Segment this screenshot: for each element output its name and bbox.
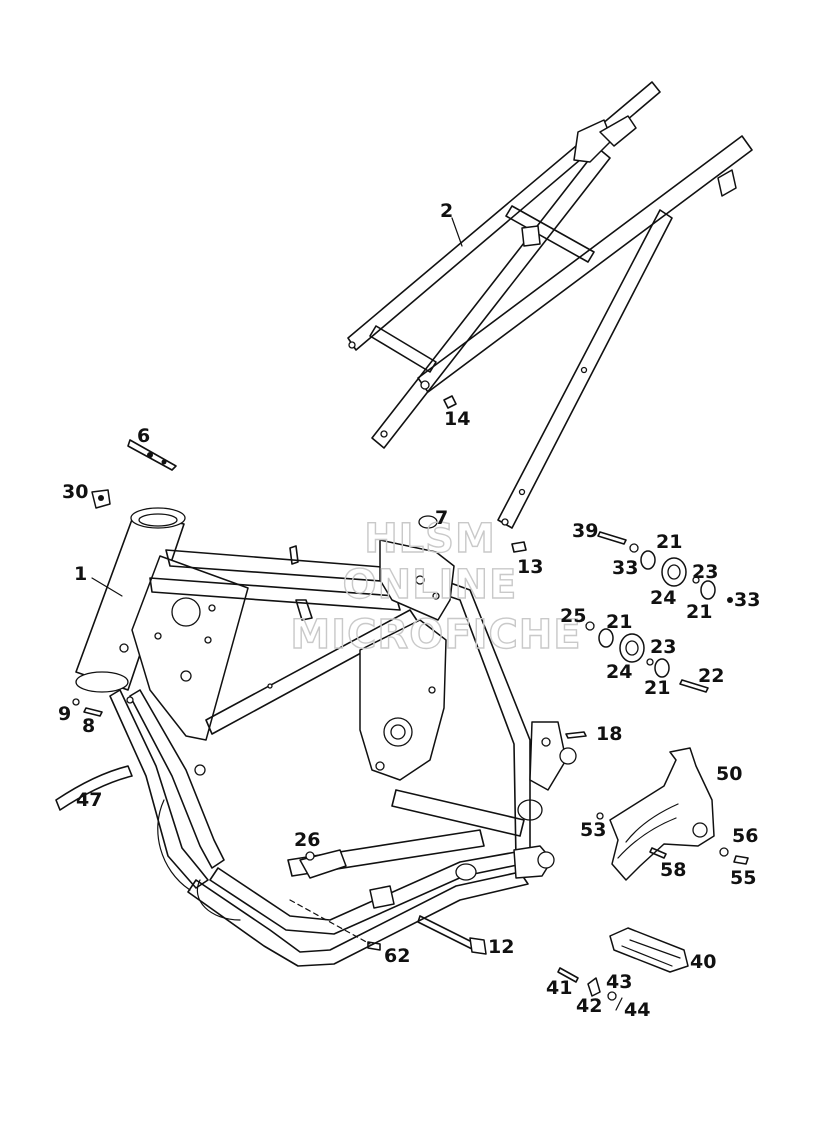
callout-55: 55	[730, 867, 756, 889]
subframe-part	[347, 81, 753, 529]
callout-24b: 24	[606, 661, 632, 683]
watermark-line-3: MICROFICHE	[290, 612, 581, 658]
callout-50: 50	[716, 763, 742, 785]
chain-guide-part	[596, 747, 749, 881]
watermark: HLSM ONLINE MICROFICHE	[290, 515, 582, 658]
callout-43: 43	[606, 971, 632, 993]
callout-22: 22	[698, 665, 724, 687]
callout-21d: 21	[644, 677, 670, 699]
callout-14: 14	[444, 408, 470, 430]
callout-53: 53	[580, 819, 606, 841]
callout-12: 12	[488, 936, 514, 958]
callout-56: 56	[732, 825, 758, 847]
callout-9: 9	[58, 703, 71, 725]
callout-6: 6	[137, 425, 150, 447]
callout-41: 41	[546, 977, 572, 999]
callout-7: 7	[435, 507, 448, 529]
callout-18: 18	[596, 723, 622, 745]
callout-8: 8	[82, 715, 95, 737]
callouts: 1 2 6 7 8 9 12 13 14 18 21 21 21 21 22 2…	[58, 200, 760, 1021]
hardware-parts	[55, 395, 733, 955]
callout-62: 62	[384, 945, 410, 967]
callout-42: 42	[576, 995, 602, 1017]
callout-58: 58	[660, 859, 686, 881]
callout-40: 40	[690, 951, 716, 973]
footpeg-part	[557, 927, 689, 1011]
callout-21a: 21	[656, 531, 682, 553]
callout-47: 47	[76, 789, 102, 811]
callout-21b: 21	[686, 601, 712, 623]
watermark-line-2: ONLINE	[343, 562, 518, 608]
callout-39: 39	[572, 520, 598, 542]
watermark-line-1: HLSM	[364, 516, 496, 562]
callout-44: 44	[624, 999, 650, 1021]
callout-13: 13	[517, 556, 543, 578]
main-frame-part	[75, 507, 577, 967]
callout-30: 30	[62, 481, 88, 503]
callout-23b: 23	[650, 636, 676, 658]
callout-26: 26	[294, 829, 320, 851]
callout-21c: 21	[606, 611, 632, 633]
callout-25: 25	[560, 605, 586, 627]
callout-24a: 24	[650, 587, 676, 609]
callout-1: 1	[74, 563, 87, 585]
callout-2: 2	[440, 200, 453, 222]
leader-lines	[91, 217, 463, 597]
callout-33a: 33	[612, 557, 638, 579]
callout-33b: 33	[734, 589, 760, 611]
callout-23a: 23	[692, 561, 718, 583]
